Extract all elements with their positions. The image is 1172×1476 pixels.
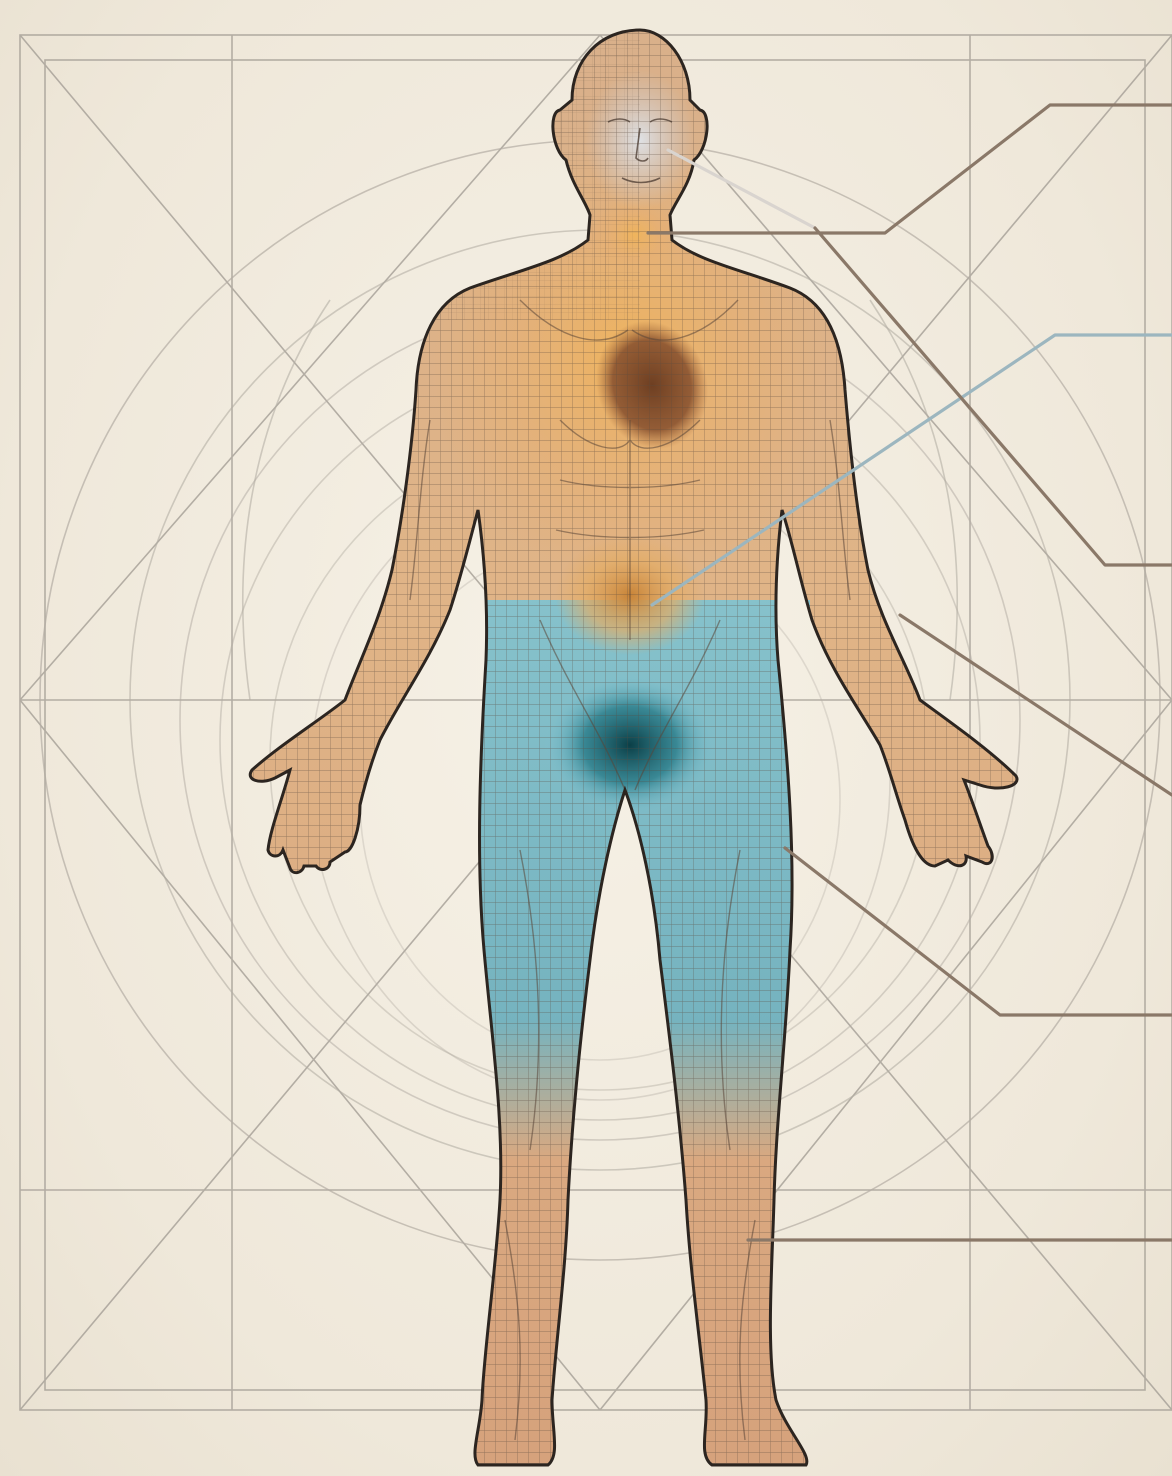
- callout-neck-leader: [648, 105, 1172, 233]
- callout-face-leader: [668, 150, 815, 228]
- human-figure-icon: [240, 20, 1040, 1476]
- callout-thigh-leader: [785, 848, 1172, 1015]
